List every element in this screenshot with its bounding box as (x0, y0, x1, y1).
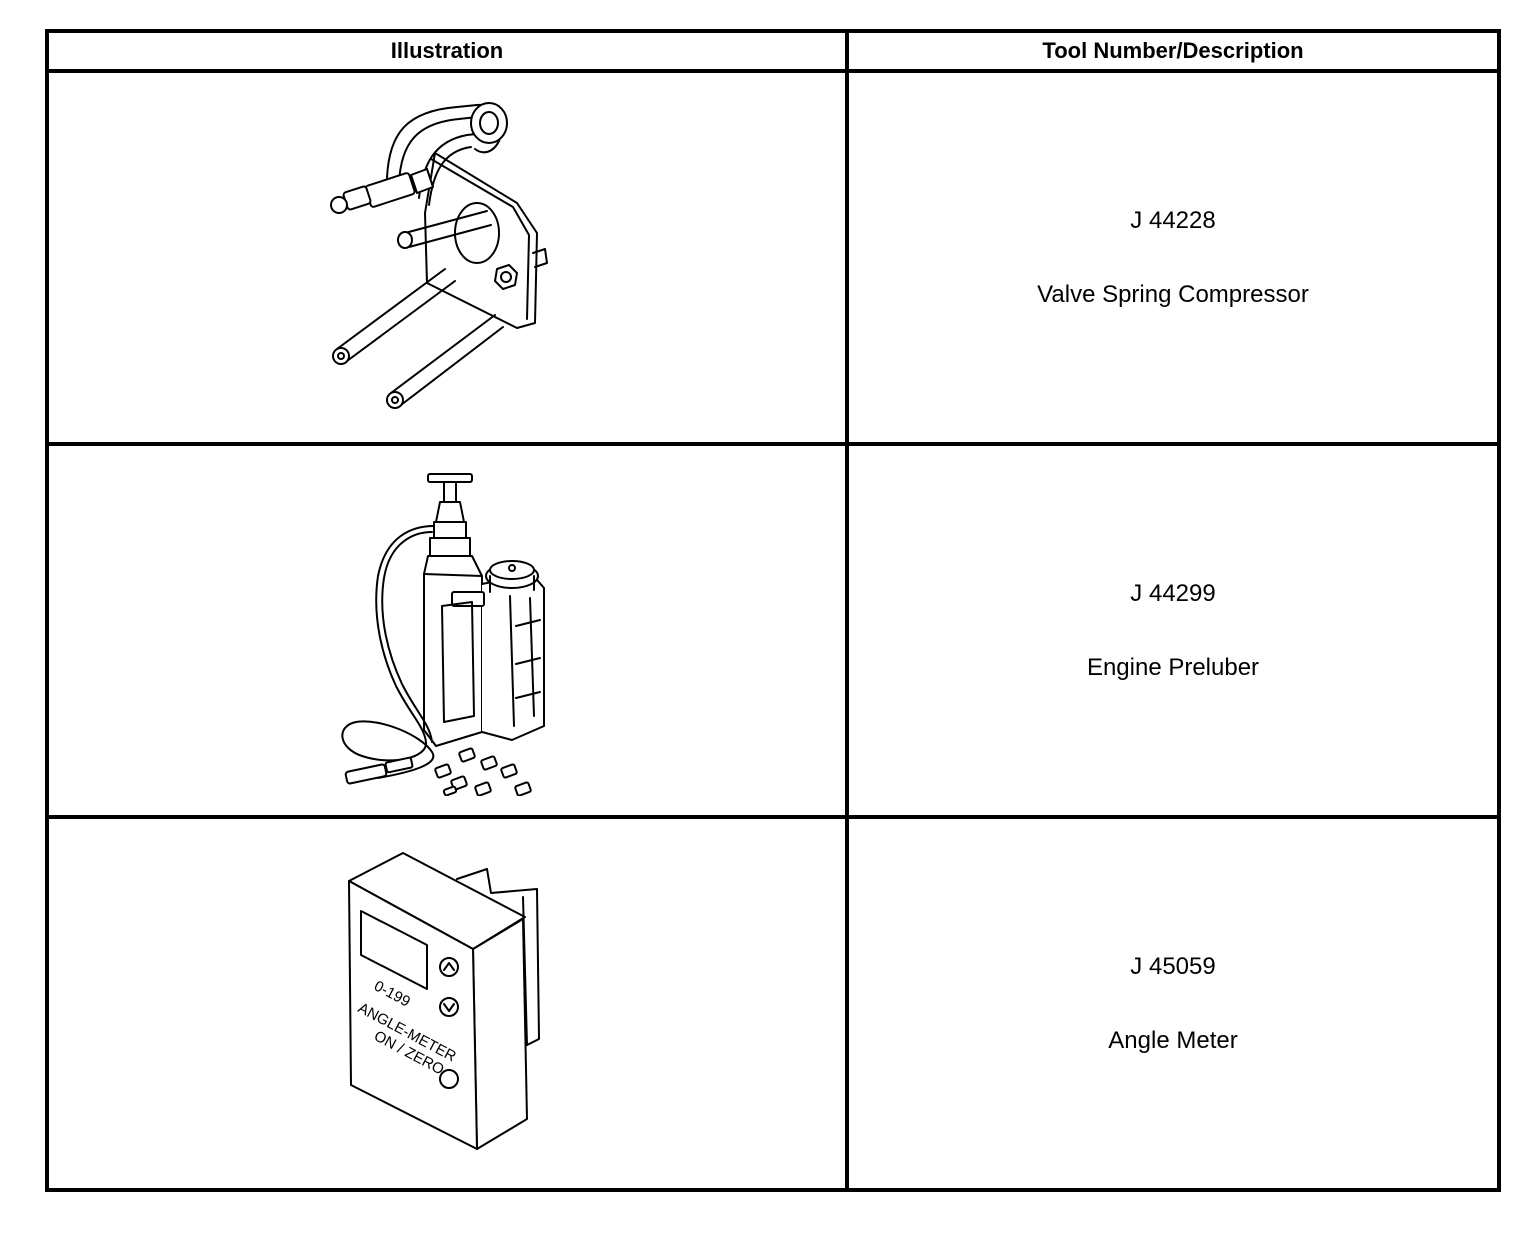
tool-description: Valve Spring Compressor (1037, 280, 1309, 308)
tool-number: J 44299 (1130, 579, 1216, 607)
tool-table: Illustration Tool Number/Description (45, 29, 1501, 1192)
engine-preluber-illustration (341, 472, 545, 796)
tool-number: J 45059 (1130, 952, 1216, 980)
illustration-cell (45, 69, 849, 446)
tool-description: Engine Preluber (1086, 653, 1260, 681)
illustration-cell: 0-199 ANGLE-METER ON / ZERO (45, 815, 849, 1192)
illustration-cell (45, 442, 849, 819)
tool-number: J 44228 (1130, 206, 1216, 234)
description-cell: J 45059 Angle Meter (845, 815, 1501, 1192)
table-row: J 44228 Valve Spring Compressor (45, 69, 1501, 446)
angle-meter-illustration: 0-199 ANGLE-METER ON / ZERO (348, 851, 540, 1150)
valve-spring-compressor-illustration (330, 101, 548, 409)
header-tool-number-description: Tool Number/Description (845, 29, 1501, 73)
description-cell: J 44299 Engine Preluber (845, 442, 1501, 819)
header-illustration: Illustration (45, 29, 849, 73)
table-row: J 44299 Engine Preluber (45, 442, 1501, 819)
tool-description: Angle Meter (1108, 1026, 1238, 1054)
description-cell: J 44228 Valve Spring Compressor (845, 69, 1501, 446)
table-row: 0-199 ANGLE-METER ON / ZERO J 45059 Angl… (45, 815, 1501, 1192)
table-header-row: Illustration Tool Number/Description (45, 29, 1501, 73)
